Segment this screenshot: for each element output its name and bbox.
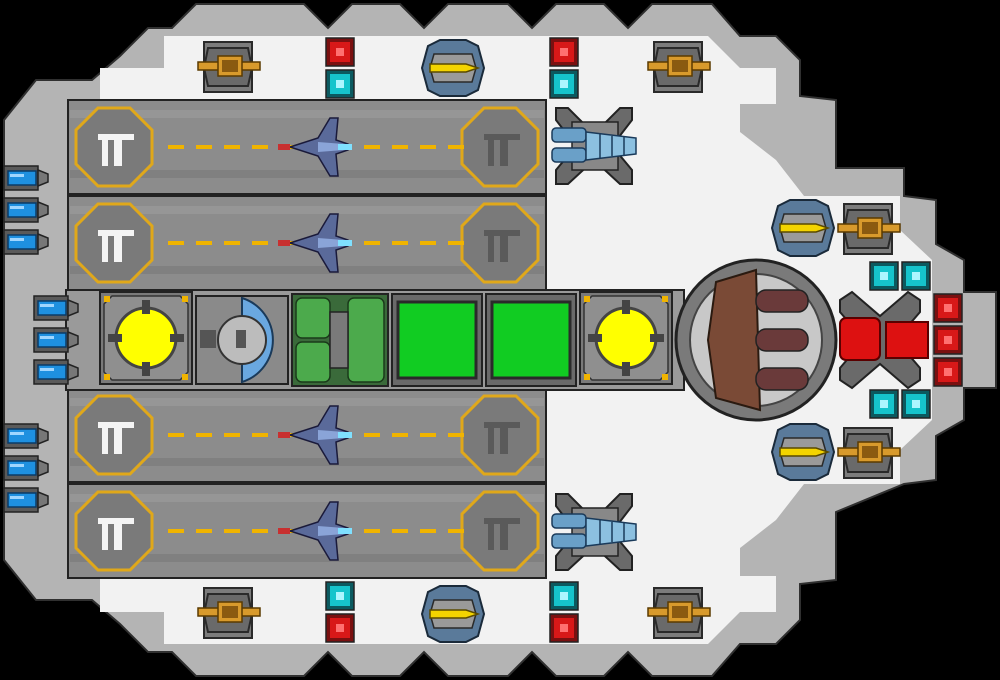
laser-turret-4[interactable] bbox=[771, 423, 835, 481]
laser-turret-3[interactable] bbox=[771, 199, 835, 257]
gun-turret-6[interactable] bbox=[837, 427, 901, 479]
laser-turret-2[interactable] bbox=[421, 585, 485, 643]
thrusters-upper bbox=[3, 165, 49, 255]
thrusters-core bbox=[33, 295, 79, 385]
gun-turret-3[interactable] bbox=[197, 587, 261, 639]
gun-turret-2[interactable] bbox=[647, 41, 711, 93]
main-turret[interactable] bbox=[674, 258, 838, 422]
shield-generator[interactable] bbox=[195, 295, 289, 385]
laser-turret-1[interactable] bbox=[421, 39, 485, 97]
hangar-bay-3[interactable] bbox=[66, 386, 548, 484]
hangar-bay-2[interactable] bbox=[66, 194, 548, 292]
missile-pod[interactable] bbox=[839, 290, 929, 390]
fuel-tanks[interactable] bbox=[291, 293, 389, 387]
thrusters-lower bbox=[3, 423, 49, 513]
reactor-right[interactable] bbox=[578, 290, 674, 386]
hangar-bay-4[interactable] bbox=[66, 482, 548, 580]
gun-turret-1[interactable] bbox=[197, 41, 261, 93]
gun-turret-4[interactable] bbox=[647, 587, 711, 639]
reactor-left[interactable] bbox=[98, 290, 194, 386]
cargo-bay-2[interactable] bbox=[485, 293, 577, 387]
gun-turret-5[interactable] bbox=[837, 203, 901, 255]
hangar-bay-1[interactable] bbox=[66, 98, 548, 196]
cargo-bay-1[interactable] bbox=[391, 293, 483, 387]
